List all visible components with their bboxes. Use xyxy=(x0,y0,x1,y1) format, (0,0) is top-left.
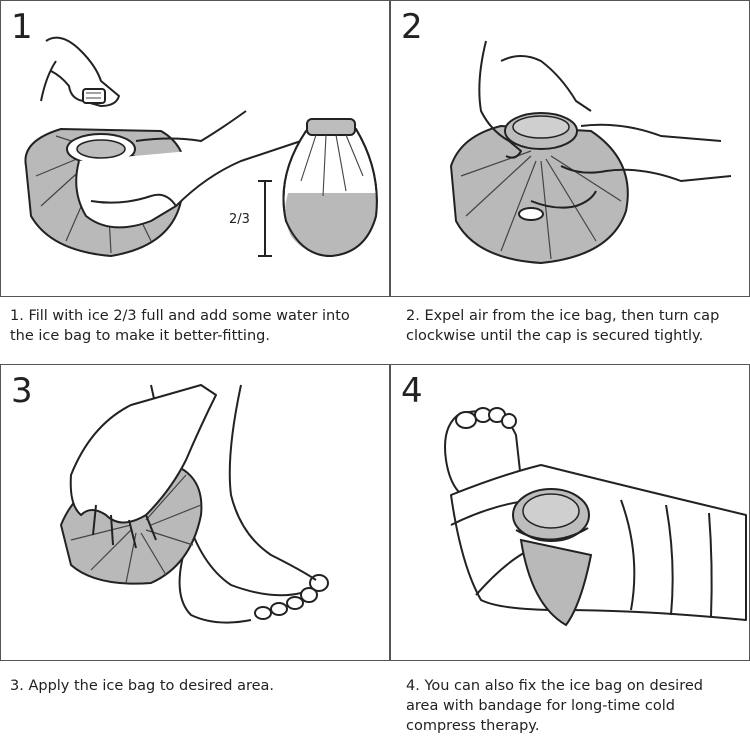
fill-level-label: 2/3 xyxy=(229,212,250,227)
hand-icon xyxy=(69,384,217,549)
step-4-panel: 4 xyxy=(390,364,750,661)
ice-bag-icon xyxy=(449,112,629,265)
step-1-caption: 1. Fill with ice 2/3 full and add some w… xyxy=(10,308,350,344)
step-4-caption: 4. You can also fix the ice bag on desir… xyxy=(406,678,703,734)
step-1-number: 1 xyxy=(11,7,33,47)
hand-dropping-ice-icon xyxy=(40,36,120,107)
step-2-panel: 2 xyxy=(390,0,750,297)
step-3-number: 3 xyxy=(11,371,33,411)
step-3-caption: 3. Apply the ice bag to desired area. xyxy=(10,678,275,694)
step-2-illustration xyxy=(449,40,732,265)
step-2-caption: 2. Expel air from the ice bag, then turn… xyxy=(406,308,720,344)
step-4-number: 4 xyxy=(401,371,423,411)
step-1-panel: 1 xyxy=(0,0,390,297)
foot-icon xyxy=(150,384,329,624)
filled-ice-bag-icon xyxy=(282,118,378,258)
ice-bag-icon xyxy=(512,488,593,627)
step-2-number: 2 xyxy=(401,7,423,47)
step-1-illustration: 2/3 xyxy=(24,36,378,258)
step-3-illustration xyxy=(59,384,329,624)
step-4-illustration xyxy=(444,407,747,627)
fill-level-marker xyxy=(258,180,272,257)
step-3-panel: 3 xyxy=(0,364,390,661)
hand-turning-cap-icon xyxy=(478,40,732,221)
bandage-icon xyxy=(450,464,747,621)
hand-icon xyxy=(75,110,302,229)
